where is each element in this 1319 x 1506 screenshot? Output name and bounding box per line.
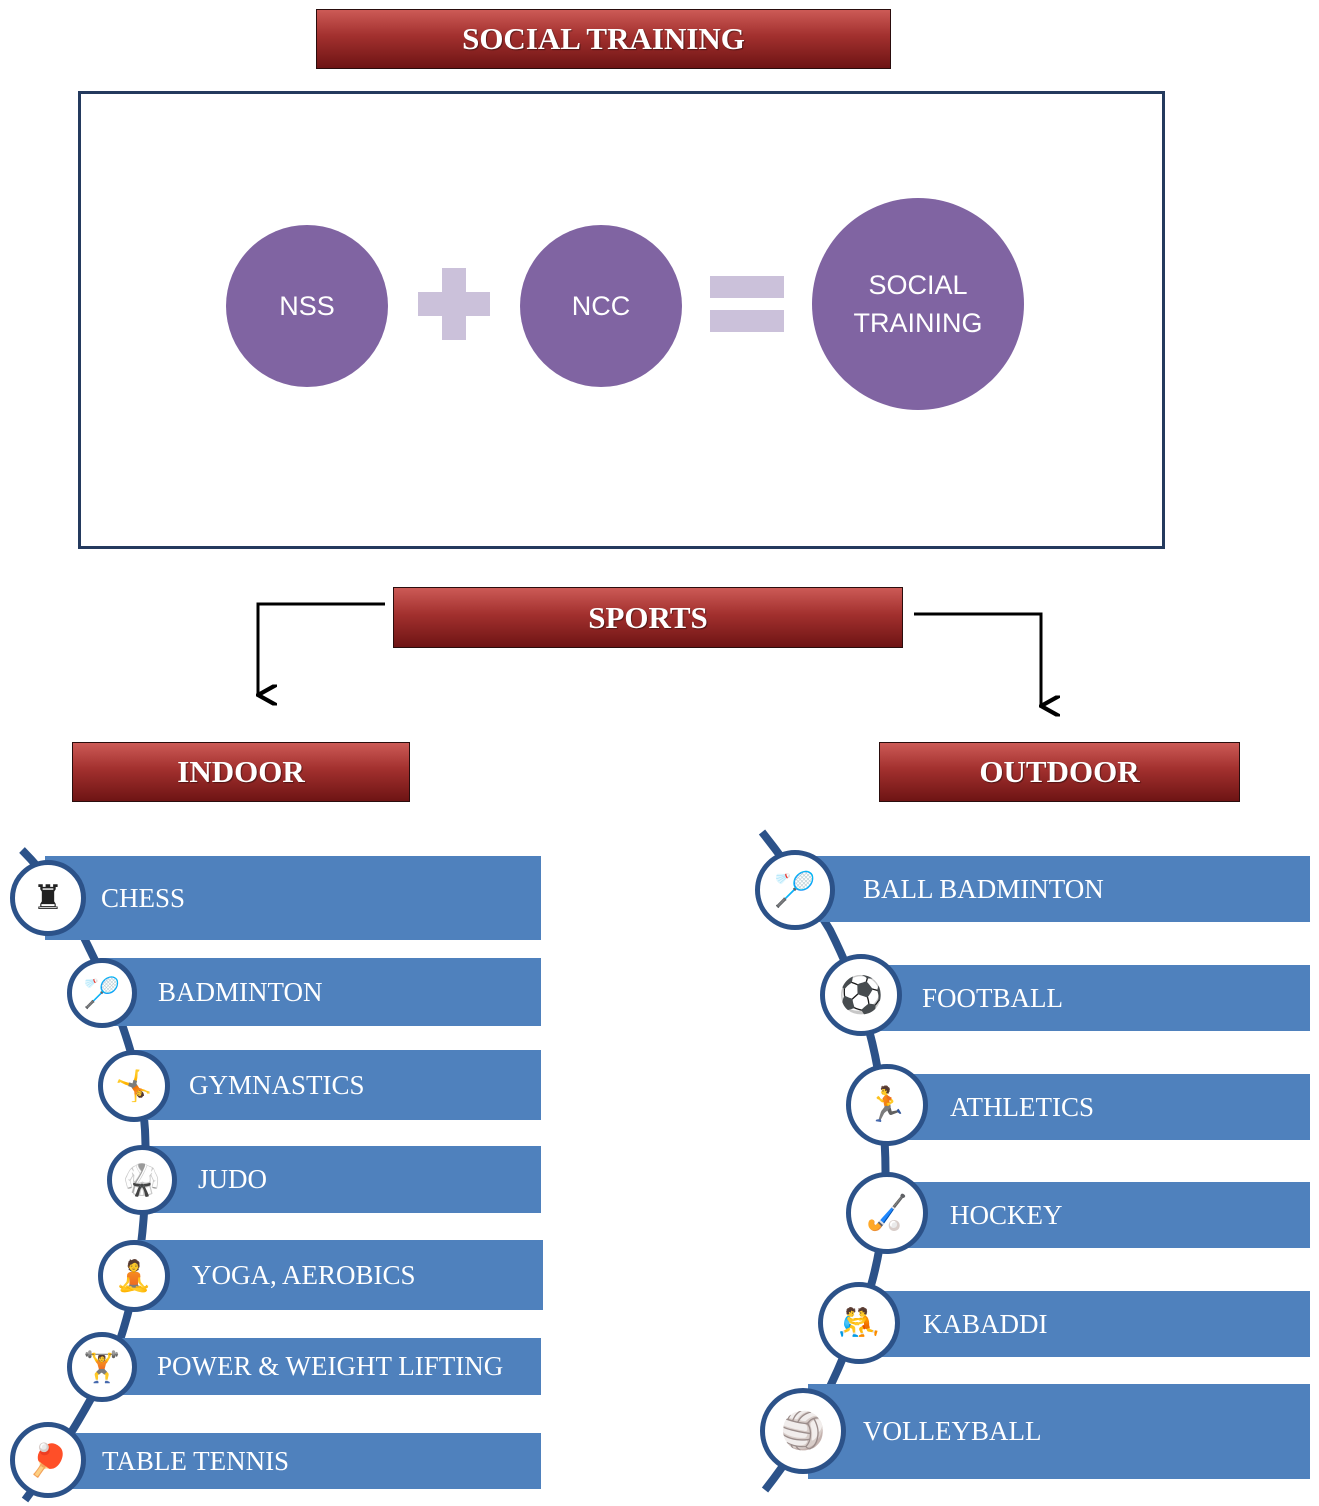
list-item-label: TABLE TENNIS	[102, 1445, 290, 1476]
list-item: JUDO	[140, 1146, 541, 1213]
list-item-label: HOCKEY	[950, 1199, 1063, 1230]
indoor-banner: INDOOR	[72, 742, 410, 802]
list-item: BADMINTON	[100, 958, 541, 1026]
volleyball-icon: 🏐	[760, 1388, 846, 1474]
list-item-label: CHESS	[101, 882, 186, 913]
weightlifting-icon: 🏋	[67, 1332, 137, 1402]
list-item-label: FOOTBALL	[922, 982, 1063, 1013]
hockey-icon: 🏑	[846, 1172, 928, 1254]
ball-badminton-icon: 🏸	[755, 850, 835, 930]
sports-banner: SPORTS	[393, 587, 903, 648]
list-item-label: POWER & WEIGHT LIFTING	[157, 1351, 504, 1381]
list-item-label: JUDO	[198, 1164, 268, 1194]
list-item: KABADDI	[860, 1291, 1310, 1357]
judo-icon: 🥋	[107, 1145, 177, 1215]
list-item: YOGA, AEROBICS	[134, 1240, 543, 1310]
list-item: CHESS	[45, 856, 541, 940]
outdoor-title: OUTDOOR	[979, 754, 1140, 789]
ncc-circle: NCC	[520, 225, 682, 387]
athletics-icon: 🏃	[846, 1064, 928, 1146]
nss-label: NSS	[279, 291, 335, 321]
nss-circle: NSS	[226, 225, 388, 387]
list-item-label: KABADDI	[923, 1308, 1048, 1339]
list-item-label: YOGA, AEROBICS	[192, 1259, 416, 1290]
arrow-to-outdoor	[914, 612, 1041, 706]
badminton-icon: 🏸	[67, 958, 137, 1028]
list-item: FOOTBALL	[860, 965, 1310, 1031]
list-item: BALL BADMINTON	[800, 856, 1310, 922]
yoga-icon: 🧘	[98, 1240, 170, 1312]
list-item: GYMNASTICS	[132, 1050, 541, 1120]
list-item: ATHLETICS	[888, 1074, 1310, 1140]
list-item: VOLLEYBALL	[808, 1384, 1310, 1479]
sports-title: SPORTS	[588, 599, 708, 635]
social-training-result: SOCIAL TRAINING	[853, 270, 983, 338]
indoor-title: INDOOR	[177, 754, 305, 789]
gymnastics-icon: 🤸	[98, 1050, 170, 1122]
list-item-label: ATHLETICS	[950, 1091, 1094, 1122]
social-training-circle: SOCIAL TRAINING	[812, 198, 1024, 410]
social-training-title: SOCIAL TRAINING	[462, 21, 745, 56]
kabaddi-icon: 🤼	[818, 1282, 900, 1364]
ncc-label: NCC	[571, 291, 631, 321]
list-item: POWER & WEIGHT LIFTING	[100, 1338, 541, 1395]
list-item-label: VOLLEYBALL	[863, 1416, 1042, 1446]
table-tennis-icon: 🏓	[10, 1422, 86, 1498]
outdoor-banner: OUTDOOR	[879, 742, 1240, 802]
chess-icon: ♜	[10, 860, 86, 936]
social-training-banner: SOCIAL TRAINING	[316, 9, 891, 69]
list-item: HOCKEY	[888, 1182, 1310, 1248]
list-item-label: BALL BADMINTON	[863, 873, 1104, 904]
list-item-label: GYMNASTICS	[189, 1069, 365, 1100]
arrow-to-indoor	[258, 602, 385, 695]
list-item-label: BADMINTON	[158, 976, 323, 1007]
list-item: TABLE TENNIS	[45, 1433, 541, 1489]
football-icon: ⚽	[820, 954, 902, 1036]
